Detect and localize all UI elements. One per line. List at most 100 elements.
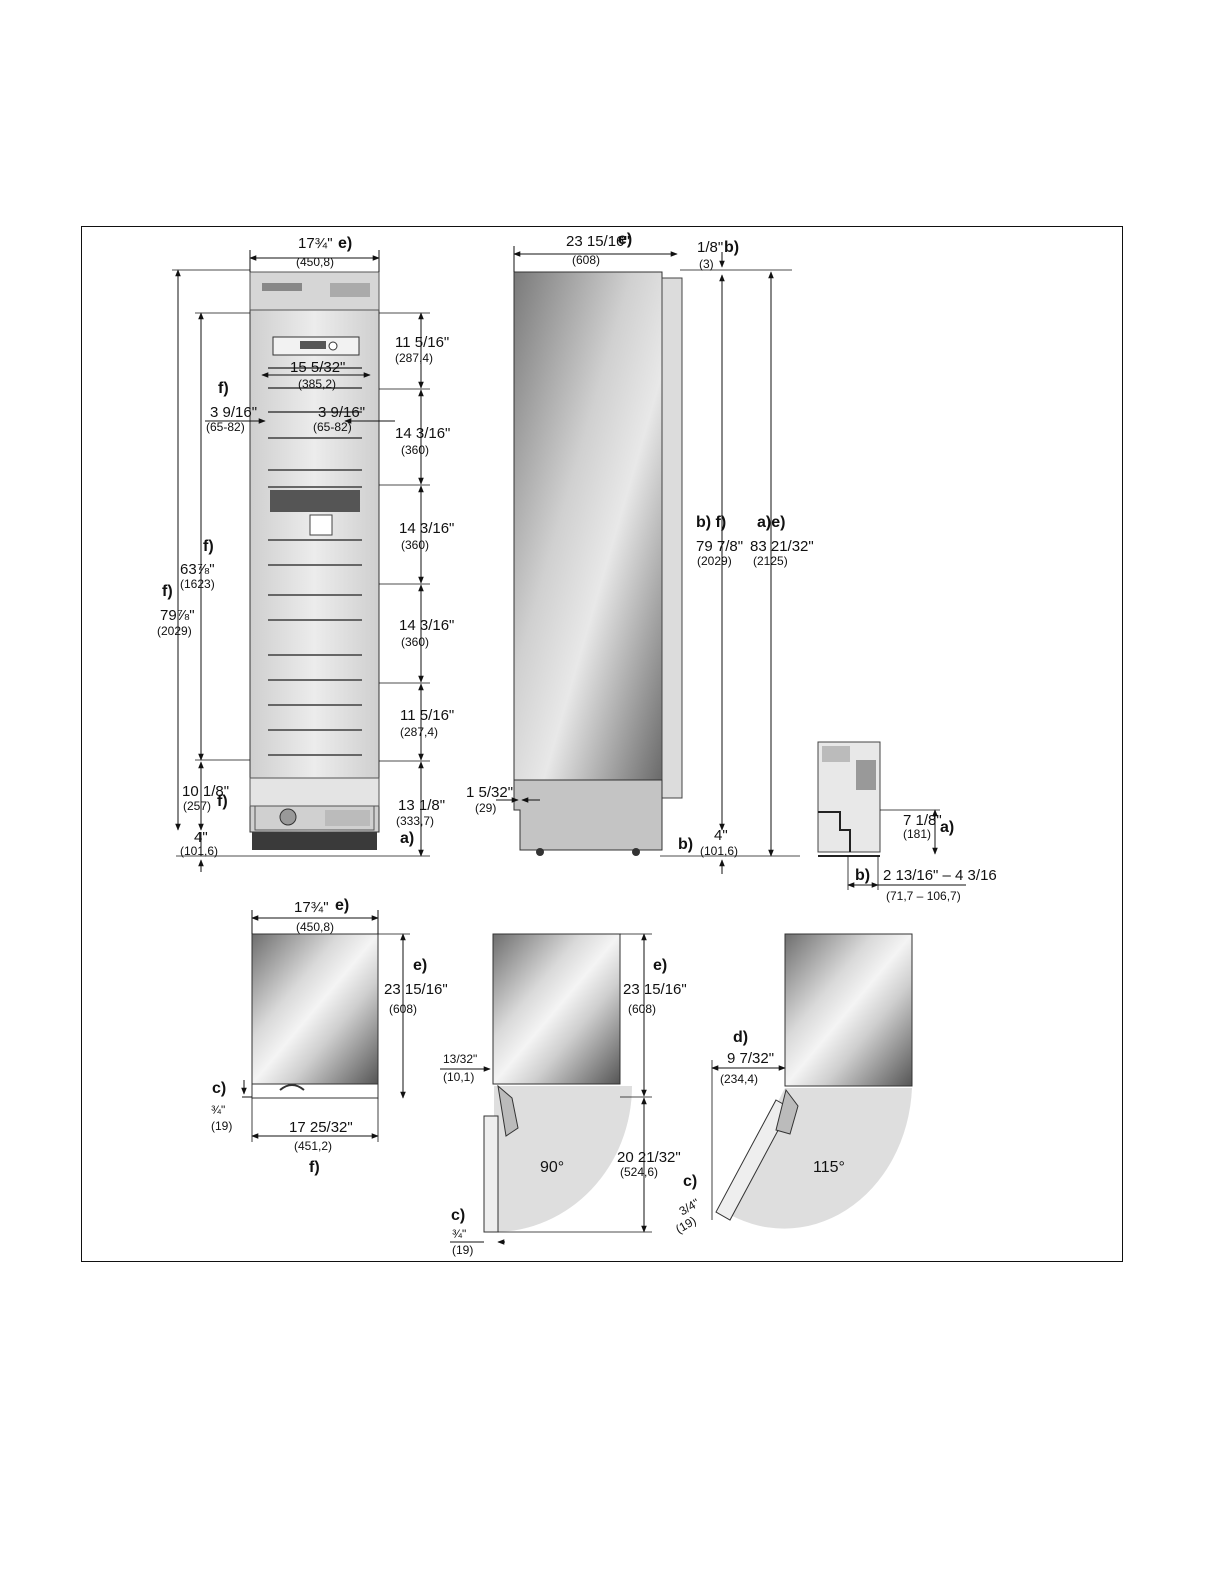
lower-height-tag: f) <box>217 793 228 810</box>
swing-area-90 <box>494 1086 632 1232</box>
closed-bottom-width-mm: (451,2) <box>294 1139 332 1153</box>
front-width-mm: (450,8) <box>296 255 334 269</box>
top-gap-mm: (3) <box>699 257 714 271</box>
front-view: 17¾" e) (450,8) f) 79⅞" (2029) f) 63⅞" (… <box>157 235 454 872</box>
door115-angle: 115° <box>813 1159 845 1176</box>
drawing-frame <box>81 226 1123 1262</box>
base-height-in: 13 1/8" <box>398 797 445 814</box>
interior-height-tag: f) <box>203 538 214 555</box>
door115-panel-tag: c) <box>683 1173 697 1190</box>
side-gap-tag: f) <box>218 380 229 397</box>
front-plinth <box>252 832 377 850</box>
side-base <box>513 779 663 851</box>
side-depth-mm: (608) <box>572 253 600 267</box>
closed-panel-tag: c) <box>212 1080 226 1097</box>
shelf-2-mm: (360) <box>401 443 429 457</box>
side-plinth-tag: b) <box>678 836 693 853</box>
closed-panel-in: ¾" <box>211 1103 225 1117</box>
front-base-panel <box>249 777 380 807</box>
detail-height-mm: (181) <box>903 827 931 841</box>
interior-height-mm: (1623) <box>180 577 215 591</box>
shelf-4-mm: (360) <box>401 635 429 649</box>
lower-height-in: 10 1/8" <box>182 783 229 800</box>
shelf-5-in: 11 5/16" <box>400 707 454 724</box>
front-plinth-in: 4" <box>194 829 208 846</box>
door90-panel-mm: (19) <box>452 1243 473 1257</box>
side-gap-left-in: 3 9/16" <box>210 404 257 421</box>
side-total-in: 83 21/32" <box>750 538 814 555</box>
closed-panel-mm: (19) <box>211 1119 232 1133</box>
closed-bottom-width-tag: f) <box>309 1159 320 1176</box>
front-width-tag: e) <box>338 235 352 252</box>
shelf-4-in: 14 3/16" <box>399 617 454 634</box>
door90-depth-in: 23 15/16" <box>623 981 687 998</box>
side-depth-tag: e) <box>618 231 632 248</box>
top-view-90: e) 23 15/16" (608) 13/32" (10,1) 20 21/3… <box>440 933 687 1257</box>
closed-width-mm: (450,8) <box>296 920 334 934</box>
base-height-mm: (333,7) <box>396 814 434 828</box>
side-depth-in: 23 15/16" <box>566 233 630 250</box>
side-niche-in: 79 7/8" <box>696 538 743 555</box>
closed-door-body <box>251 933 379 1085</box>
shelf-1-mm: (287,4) <box>395 351 433 365</box>
shelf-1-in: 11 5/16" <box>395 334 449 351</box>
side-gap-right-mm: (65-82) <box>313 420 352 434</box>
side-niche-tags: b) f) <box>696 514 726 531</box>
side-view: 23 15/16" e) (608) 1/8" b) (3) b) f) 79 … <box>466 231 814 874</box>
top-gap-in: 1/8" <box>697 239 723 256</box>
closed-width-in: 17¾" <box>294 899 329 916</box>
door115-clear-in: 9 7/32" <box>727 1050 774 1067</box>
top-gap-tag: b) <box>724 239 739 256</box>
door90-angle: 90° <box>540 1159 564 1176</box>
door-body-90 <box>492 933 621 1085</box>
detail-range-mm: (71,7 – 106,7) <box>886 889 961 903</box>
inner-width-mm: (385,2) <box>298 377 336 391</box>
door-body-115 <box>784 933 913 1087</box>
inner-width-in: 15 5/32" <box>290 359 345 376</box>
closed-depth-in: 23 15/16" <box>384 981 448 998</box>
door90-offset-in: 13/32" <box>443 1052 477 1066</box>
closed-depth-mm: (608) <box>389 1002 417 1016</box>
plinth-detail: 7 1/8" a) (181) b) 2 13/16" – 4 3/16 (71… <box>817 741 997 903</box>
shelf-3-mm: (360) <box>401 538 429 552</box>
door115-panel-mm: (19) <box>673 1214 698 1237</box>
closed-depth-tag: e) <box>413 957 427 974</box>
door90-swing-mm: (524,6) <box>620 1165 658 1179</box>
top-view-115: d) 9 7/32" (234,4) 115° c) 3/4" (19) <box>673 933 913 1237</box>
front-cabinet <box>249 271 380 833</box>
niche-height-in: 79⅞" <box>160 607 195 624</box>
detail-range-tag: b) <box>855 867 870 884</box>
door115-clear-tag: d) <box>733 1029 748 1046</box>
interior-height-in: 63⅞" <box>180 561 215 578</box>
side-total-mm: (2125) <box>753 554 788 568</box>
detail-height-tag: a) <box>940 819 954 836</box>
side-plinth-in: 4" <box>714 827 728 844</box>
side-toe-mm: (29) <box>475 801 496 815</box>
side-gap-right-in: 3 9/16" <box>318 404 365 421</box>
side-door-panel <box>661 277 683 799</box>
side-toe-in: 1 5/32" <box>466 784 513 801</box>
lower-height-mm: (257) <box>183 799 211 813</box>
door90-panel-tag: c) <box>451 1207 465 1224</box>
door90-depth-mm: (608) <box>628 1002 656 1016</box>
detail-range-in: 2 13/16" – 4 3/16 <box>883 867 997 884</box>
shelf-5-mm: (287,4) <box>400 725 438 739</box>
front-shelves <box>268 367 362 756</box>
top-view-closed: 17¾" e) (450,8) e) 23 15/16" (608) c) ¾"… <box>211 897 448 1176</box>
door90-depth-tag: e) <box>653 957 667 974</box>
closed-width-tag: e) <box>335 897 349 914</box>
side-plinth-mm: (101,6) <box>700 844 738 858</box>
front-width-in: 17¾" <box>298 235 333 252</box>
detail-height-in: 7 1/8" <box>903 812 942 829</box>
door90-swing-in: 20 21/32" <box>617 1149 681 1166</box>
front-plinth-tag: a) <box>400 830 414 847</box>
front-plinth-mm: (101,6) <box>180 844 218 858</box>
niche-height-tag: f) <box>162 583 173 600</box>
door90-offset-mm: (10,1) <box>443 1070 474 1084</box>
shelf-2-in: 14 3/16" <box>395 425 450 442</box>
closed-bottom-width-in: 17 25/32" <box>289 1119 353 1136</box>
shelf-3-in: 14 3/16" <box>399 520 454 537</box>
side-gap-left-mm: (65-82) <box>206 420 245 434</box>
side-total-tags: a)e) <box>757 514 785 531</box>
